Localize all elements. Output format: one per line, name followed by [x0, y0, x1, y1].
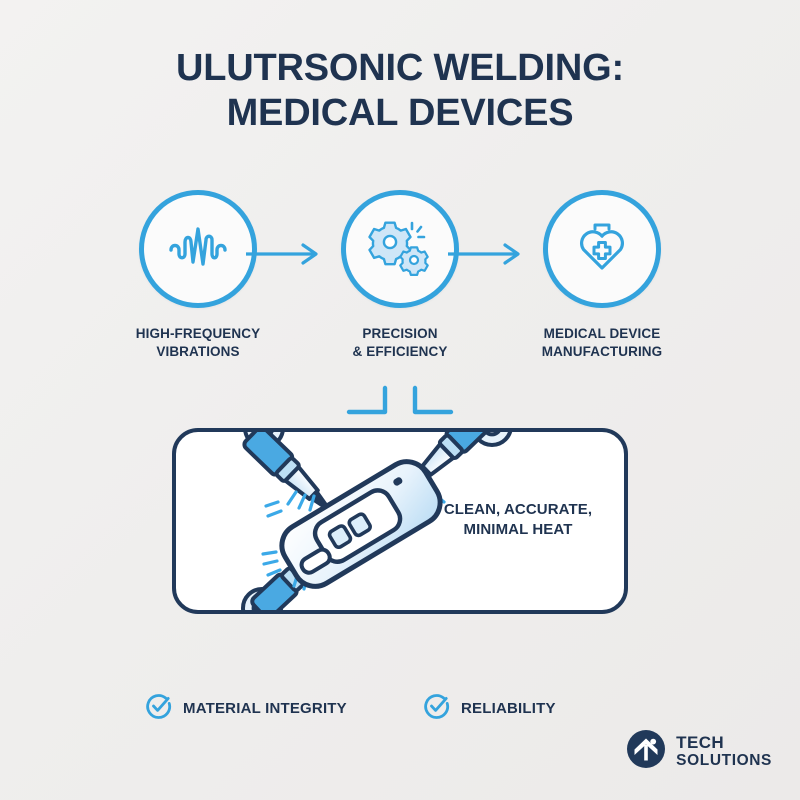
gears-icon	[368, 218, 432, 281]
step-label-line-1: PRECISION	[362, 326, 438, 341]
title-line-1: ULUTRSONIC WELDING:	[176, 47, 624, 89]
robot-arm-top-left	[242, 432, 328, 518]
bracket-connector	[345, 382, 455, 418]
step-label: HIGH-FREQUENCY VIBRATIONS	[108, 325, 288, 361]
waveform-icon	[167, 223, 229, 276]
step-label-line-2: MANUFACTURING	[541, 343, 663, 359]
illustration-panel: CLEAN, ACCURATE, MINIMAL HEAT	[172, 428, 628, 614]
weld-spark	[264, 490, 316, 518]
title-line-2: MEDICAL DEVICES	[226, 91, 574, 134]
brand-logo: TECH SOLUTIONS	[626, 729, 772, 774]
process-steps: HIGH-FREQUENCY VIBRATIONS	[60, 190, 740, 375]
logo-text: TECH SOLUTIONS	[676, 732, 772, 770]
step-label-line-2: & EFFICIENCY	[352, 343, 448, 359]
benefit-material-integrity: MATERIAL INTEGRITY	[146, 693, 347, 724]
step-medical-device-manufacturing: MEDICAL DEVICE MANUFACTURING	[512, 190, 692, 361]
check-circle-icon	[424, 693, 450, 724]
step-high-frequency-vibrations: HIGH-FREQUENCY VIBRATIONS	[108, 190, 288, 361]
logo-text-line-1: TECH	[676, 732, 725, 752]
benefits-list: MATERIAL INTEGRITY RELIABILITY	[140, 693, 610, 727]
step-label-line-1: HIGH-FREQUENCY	[135, 326, 261, 341]
step-label-line-2: VIBRATIONS	[156, 343, 240, 359]
robotic-welding-illustration	[241, 432, 513, 610]
arrow-step-2-to-3	[446, 243, 524, 265]
check-circle-icon	[146, 693, 172, 724]
page-title: ULUTRSONIC WELDING: MEDICAL DEVICES	[0, 46, 800, 136]
benefit-label: MATERIAL INTEGRITY	[183, 700, 347, 717]
step-icon-circle	[341, 190, 459, 308]
medical-heart-bag-icon	[571, 218, 633, 281]
logo-text-line-2: SOLUTIONS	[676, 752, 772, 770]
step-label: PRECISION & EFFICIENCY	[310, 325, 490, 361]
step-icon-circle	[139, 190, 257, 308]
house-arrow-logo-icon	[626, 729, 666, 774]
step-label: MEDICAL DEVICE MANUFACTURING	[512, 325, 692, 361]
step-label-line-1: MEDICAL DEVICE	[543, 326, 661, 341]
benefit-label: RELIABILITY	[461, 700, 556, 717]
medical-device	[279, 459, 443, 589]
panel-caption: CLEAN, ACCURATE, MINIMAL HEAT	[434, 500, 602, 540]
arrow-step-1-to-2	[244, 243, 322, 265]
panel-caption-line-1: CLEAN, ACCURATE,	[443, 501, 593, 518]
panel-caption-line-2: MINIMAL HEAT	[463, 521, 573, 539]
step-icon-circle	[543, 190, 661, 308]
benefit-reliability: RELIABILITY	[424, 693, 556, 724]
step-precision-efficiency: PRECISION & EFFICIENCY	[310, 190, 490, 361]
